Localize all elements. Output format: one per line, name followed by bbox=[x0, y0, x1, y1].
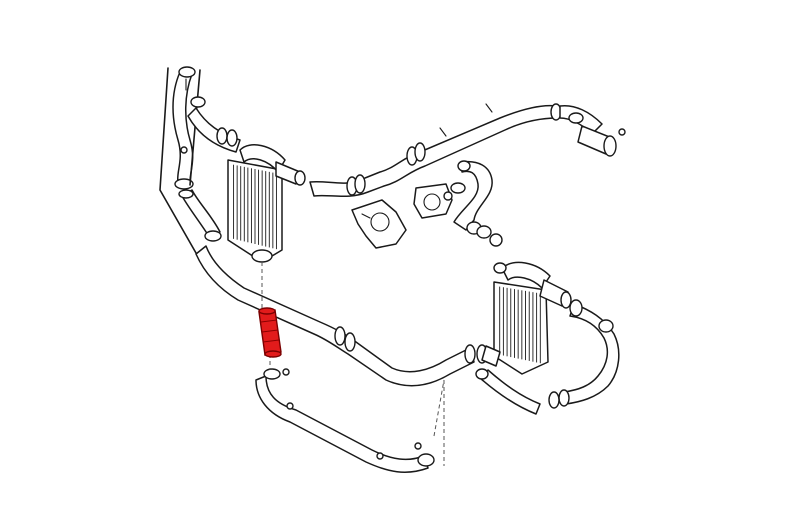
right-loop-hose bbox=[548, 299, 620, 409]
throttle-body bbox=[413, 182, 466, 219]
upper-right-tube bbox=[559, 104, 626, 157]
lower-main-pipe bbox=[195, 245, 501, 387]
left-lower-hose bbox=[178, 189, 222, 242]
assembly-guide-lines bbox=[261, 262, 445, 466]
highlighted-intercooler-hose bbox=[258, 307, 282, 358]
upper-crossover-pipe bbox=[309, 103, 562, 198]
center-right-hose bbox=[453, 160, 503, 247]
left-intercooler bbox=[227, 144, 306, 263]
right-intercooler bbox=[493, 261, 572, 375]
lower-right-hose bbox=[475, 368, 541, 415]
left-upper-hose bbox=[172, 66, 196, 190]
intake-flange bbox=[351, 199, 407, 249]
upper-left-connector-hose bbox=[187, 96, 241, 153]
lower-left-hose bbox=[255, 368, 435, 473]
